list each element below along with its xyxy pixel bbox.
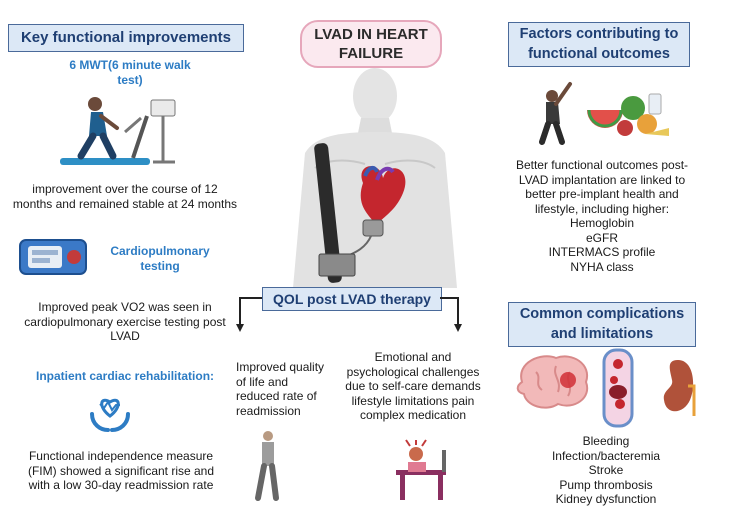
complication-item: Infection/bacteremia — [551, 448, 661, 463]
cpet-machine-icon — [19, 239, 87, 275]
factor-item: INTERMACS profile — [548, 245, 656, 259]
healthy-food-icon — [587, 93, 669, 136]
factors-heading: Factors contributing to functional outco… — [508, 22, 690, 67]
walk-test-text: improvement over the course of 12 months… — [12, 182, 238, 211]
stressed-person-icon — [396, 439, 446, 500]
qol-right-text: Emotional and psychological challenges d… — [345, 350, 481, 422]
cpet-label: Cardiopulmonary testing — [110, 244, 210, 273]
factor-item: eGFR — [585, 230, 618, 245]
main-title: LVAD IN HEART FAILURE — [314, 26, 428, 62]
qol-heading: QOL post LVAD therapy — [262, 287, 442, 311]
heart-hands-icon — [90, 398, 130, 432]
rehab-label: Inpatient cardiac rehabilitation: — [35, 369, 215, 383]
blood-vessel-icon — [602, 348, 634, 428]
exercise-person-icon — [539, 82, 572, 145]
key-improvements-heading: Key functional improvements — [8, 24, 244, 52]
rehab-text: Functional independence measure (FIM) sh… — [27, 449, 215, 492]
complication-item: Bleeding — [582, 434, 630, 448]
walk-test-label: 6 MWT(6 minute walk test) — [69, 58, 191, 87]
complication-item: Stroke — [588, 463, 624, 477]
brain-icon — [516, 355, 589, 409]
complication-item: Kidney dysfunction — [555, 492, 657, 506]
qol-branch-arrows — [236, 297, 462, 332]
cpet-text: Improved peak VO2 was seen in cardiopulm… — [24, 300, 226, 343]
factor-item: NYHA class — [570, 259, 634, 274]
factors-block: Better functional outcomes post-LVAD imp… — [510, 158, 694, 274]
treadmill-icon — [60, 97, 176, 165]
factor-item: Hemoglobin — [569, 216, 635, 230]
complications-heading: Common complications and limitations — [508, 302, 696, 347]
complication-item: Pump thrombosis — [559, 477, 653, 492]
walking-person-icon — [255, 431, 279, 501]
kidney-icon — [663, 360, 696, 416]
qol-left-text: Improved quality of life and reduced rat… — [236, 360, 325, 418]
complications-list: Bleeding Infection/bacteremia Stroke Pum… — [536, 434, 676, 507]
torso-lvad-icon — [293, 68, 457, 288]
title-pill: LVAD IN HEART FAILURE — [300, 20, 442, 68]
factors-text: Better functional outcomes post-LVAD imp… — [515, 158, 689, 216]
